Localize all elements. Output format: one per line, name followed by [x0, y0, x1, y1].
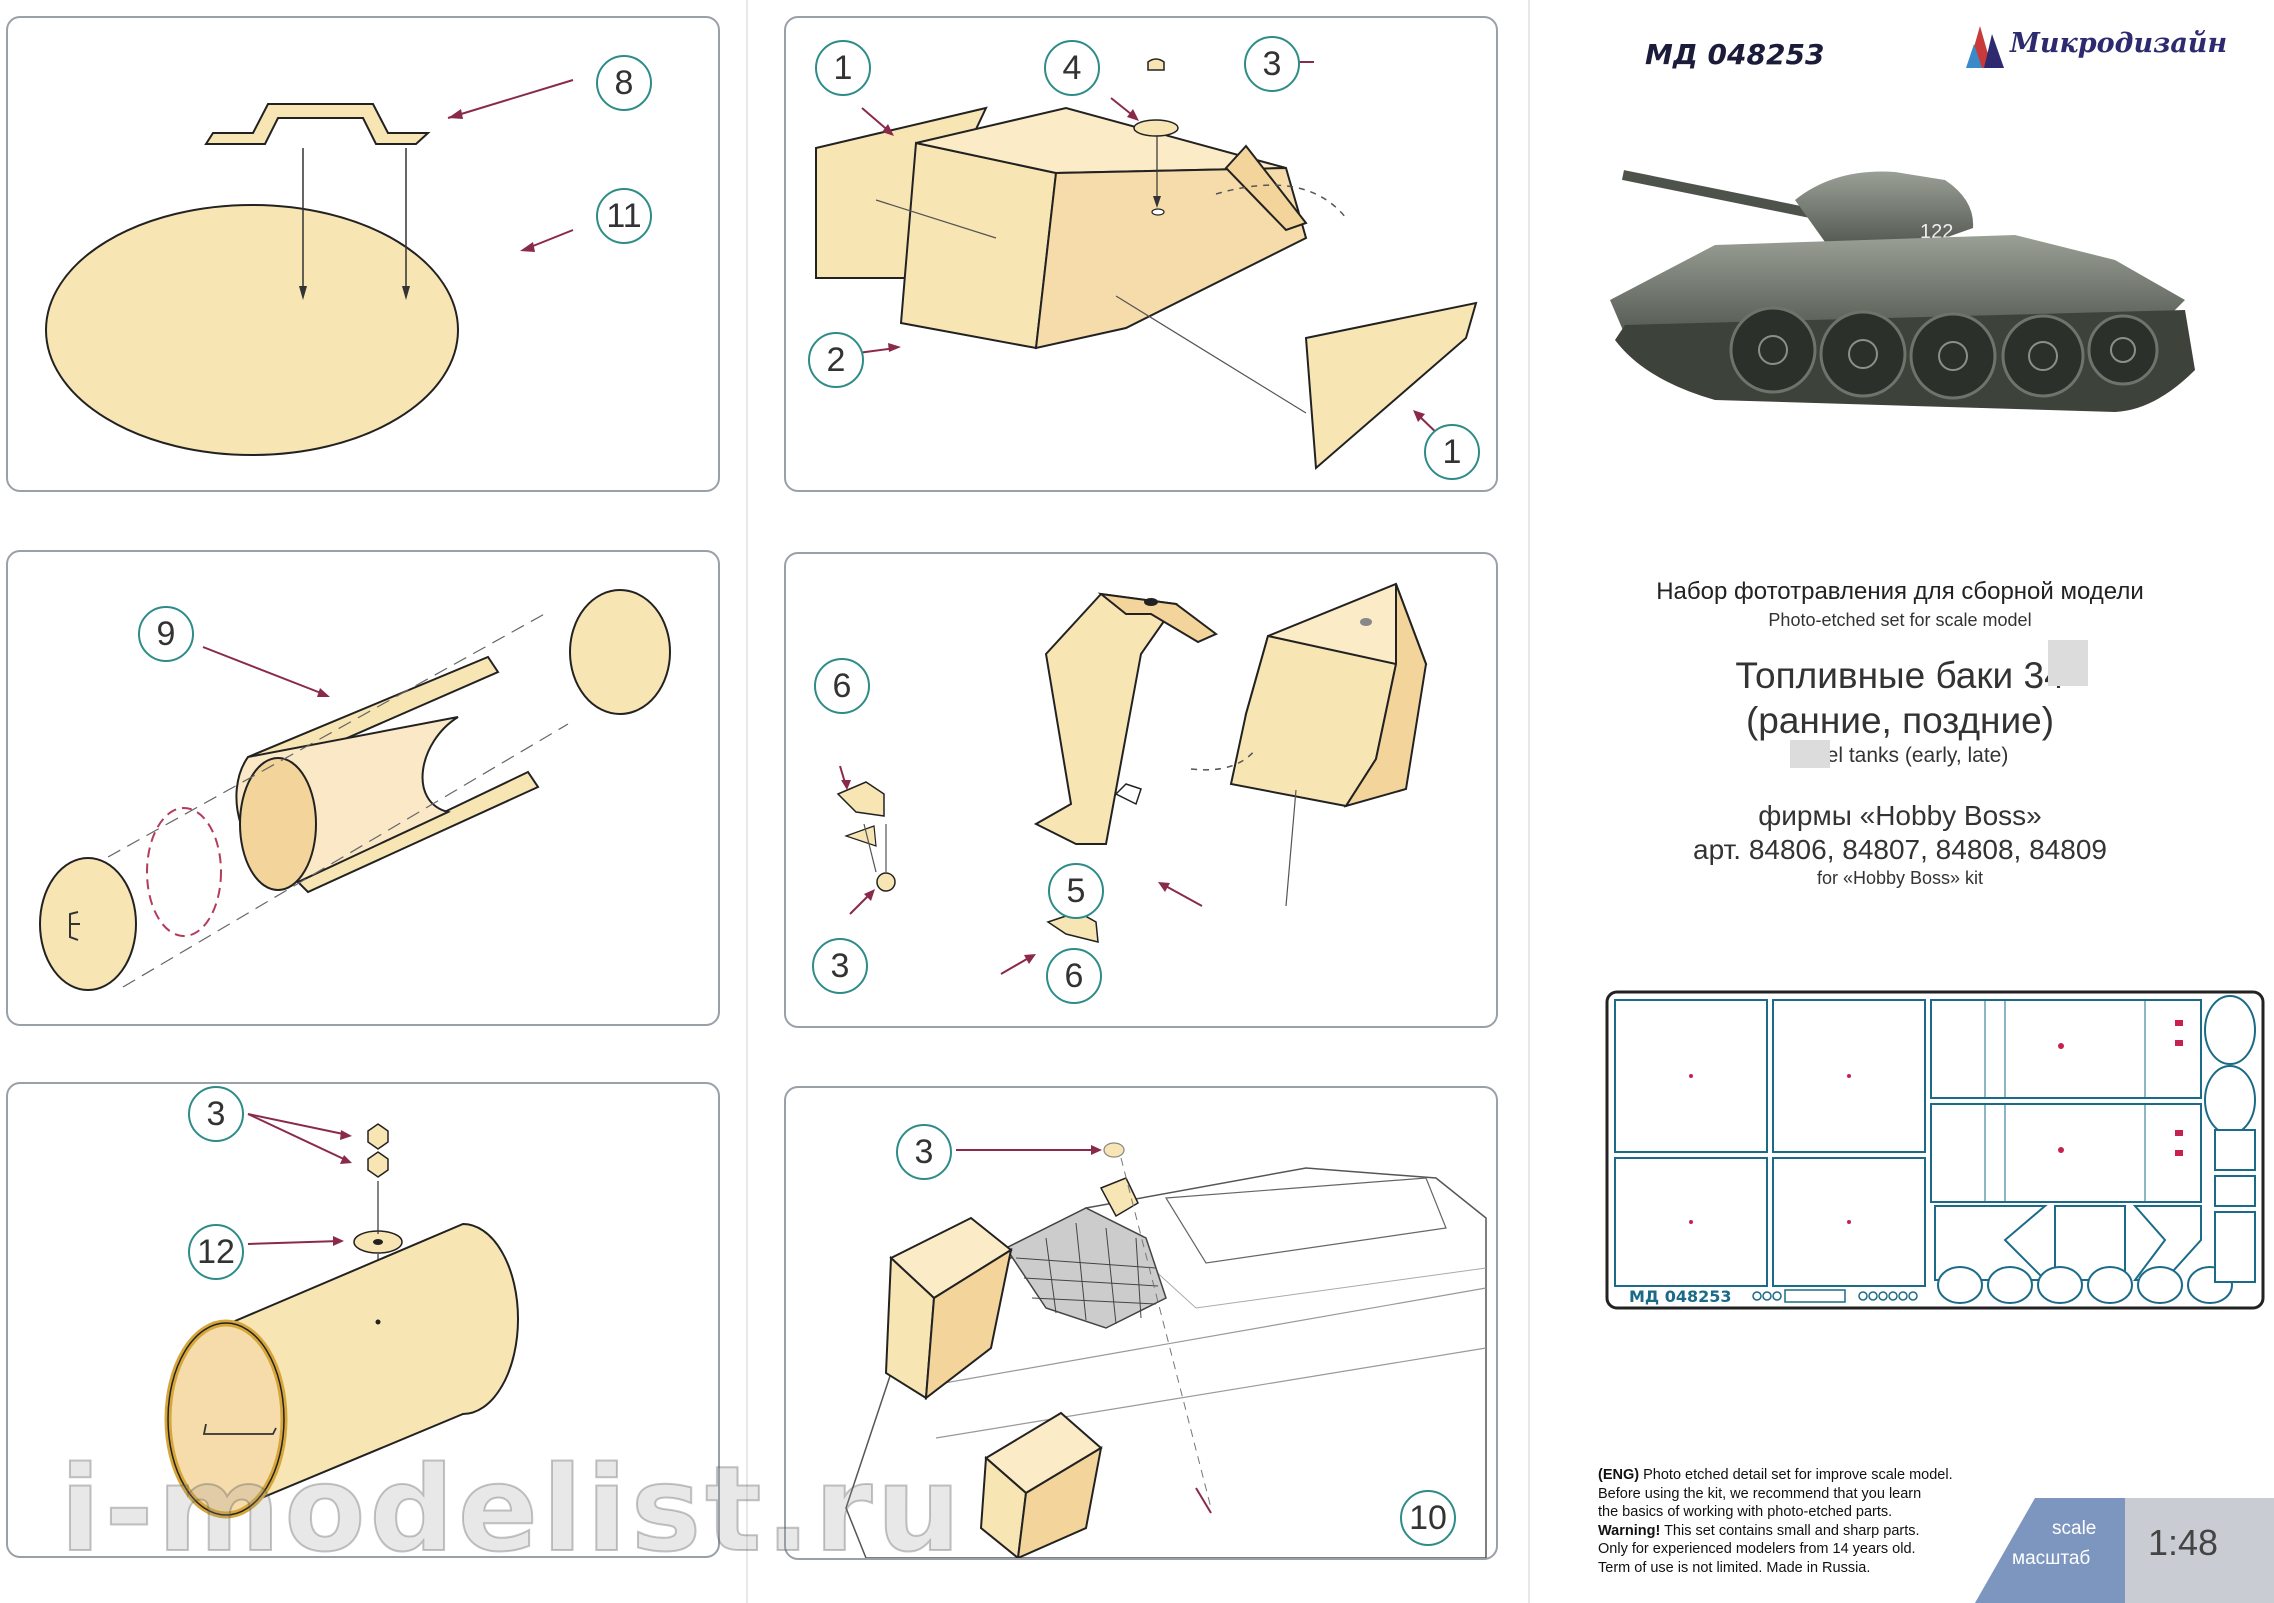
subtitle-en: Photo-etched set for scale model: [1768, 610, 2032, 630]
bolt-part-3: [1103, 1142, 1125, 1158]
product-title-line2: (ранние, поздние): [1745, 700, 2055, 741]
subtitle-ru: Набор фототравления для сборной модели: [1656, 578, 2144, 605]
article-number: МД 048253: [1645, 38, 1825, 71]
notes-line6: Term of use is not limited. Made in Russ…: [1598, 1559, 1871, 1576]
usage-notes: (ENG) Photo etched detail set for improv…: [1598, 1466, 2038, 1577]
notes-line1: Photo etched detail set for improve scal…: [1639, 1467, 1953, 1483]
redaction-mask: [1790, 740, 1830, 768]
callout-6: 6: [814, 658, 870, 714]
scale-label-ru: масштаб: [2012, 1548, 2091, 1569]
callout-9: 9: [138, 606, 194, 662]
notes-line4: This set contains small and sharp parts.: [1660, 1522, 1920, 1539]
notes-warning-tag: Warning!: [1598, 1522, 1661, 1539]
bolt-part-3: [876, 872, 896, 892]
product-title-line1: Топливные баки 34: [1735, 655, 2065, 696]
hull: [1610, 235, 2185, 335]
step-2-drawing: [39, 589, 671, 991]
page-fold: [746, 0, 748, 1603]
callout-1: 1: [1424, 424, 1480, 480]
kit-label-en: for «Hobby Boss» kit: [1816, 868, 1984, 888]
step-3-drawing: [164, 1113, 519, 1519]
step-2-panel: 9: [6, 550, 720, 1026]
step-1-panel: 8 11: [6, 16, 720, 492]
callout-6: 6: [1046, 948, 1102, 1004]
small-bracket-part-6: [836, 781, 885, 817]
end-cap-part: [569, 589, 671, 715]
step-5-panel: 6 3 5 6: [784, 552, 1498, 1028]
callout-11: 11: [596, 188, 652, 244]
fret-code: МД 048253: [1629, 1287, 1732, 1306]
scale-badge: [1975, 1498, 2274, 1603]
bracket-part-5: [1033, 592, 1178, 845]
step-3-panel: 3 12: [6, 1082, 720, 1558]
watermark: i-modelist.ru: [59, 1439, 965, 1579]
callout-3: 3: [896, 1124, 952, 1180]
callout-5: 5: [1048, 863, 1104, 919]
callout-8: 8: [596, 55, 652, 111]
callout-1: 1: [815, 40, 871, 96]
bolt-part-3: [1147, 58, 1165, 71]
scale-label-en: scale: [2052, 1518, 2097, 1539]
grille-mesh: [1015, 1222, 1159, 1325]
kit-articles: арт. 84806, 84807, 84808, 84809: [1693, 834, 2107, 865]
washer-part-4: [1133, 119, 1179, 137]
callout-4: 4: [1044, 40, 1100, 96]
nut-part: [367, 1151, 389, 1178]
brand-name: Микродизайн: [2010, 28, 2228, 59]
step-1-drawing: [45, 79, 574, 456]
callout-12: 12: [188, 1224, 244, 1280]
product-title-en: 4 fuel tanks (early, late): [1791, 744, 2009, 767]
step-6-drawing: [845, 1142, 1487, 1558]
cylinder-part: [221, 1222, 519, 1516]
tank-photo: 122: [1610, 170, 2195, 412]
notes-line3: the basics of working with photo-etched …: [1598, 1504, 1893, 1520]
turret: [1795, 171, 1974, 245]
notes-line2: Before using the kit, we recommend that …: [1598, 1485, 1922, 1502]
oval-tank-end-part: [45, 204, 459, 456]
step-4-panel: 1 4 3 2 1: [784, 16, 1498, 492]
callout-3: 3: [1244, 36, 1300, 92]
redaction-mask: [2048, 640, 2088, 686]
callout-2: 2: [808, 332, 864, 388]
scale-value: 1:48: [2148, 1522, 2219, 1563]
firm-label: фирмы «Hobby Boss»: [1758, 800, 2042, 831]
callout-3: 3: [188, 1086, 244, 1142]
notes-eng-tag: (ENG): [1598, 1467, 1640, 1483]
nut-part: [367, 1123, 389, 1150]
brand-logo-icon: [1966, 26, 2004, 68]
side-plate-part-1: [1304, 301, 1478, 471]
step-6-panel: 3 10: [784, 1086, 1498, 1560]
step-4-drawing: [815, 57, 1478, 471]
callout-3: 3: [812, 938, 868, 994]
photo-etch-fret: МД 048253: [1605, 990, 2265, 1310]
step-5-drawing: [836, 582, 1428, 975]
callout-10: 10: [1400, 1490, 1456, 1546]
page-fold: [1528, 0, 1530, 1603]
frame-part-2: [899, 141, 1058, 350]
road-wheels: [1729, 306, 2159, 400]
bracket-part: [204, 103, 431, 145]
notes-line5: Only for experienced modelers from 14 ye…: [1598, 1541, 1916, 1557]
end-cap-part: [39, 857, 137, 991]
